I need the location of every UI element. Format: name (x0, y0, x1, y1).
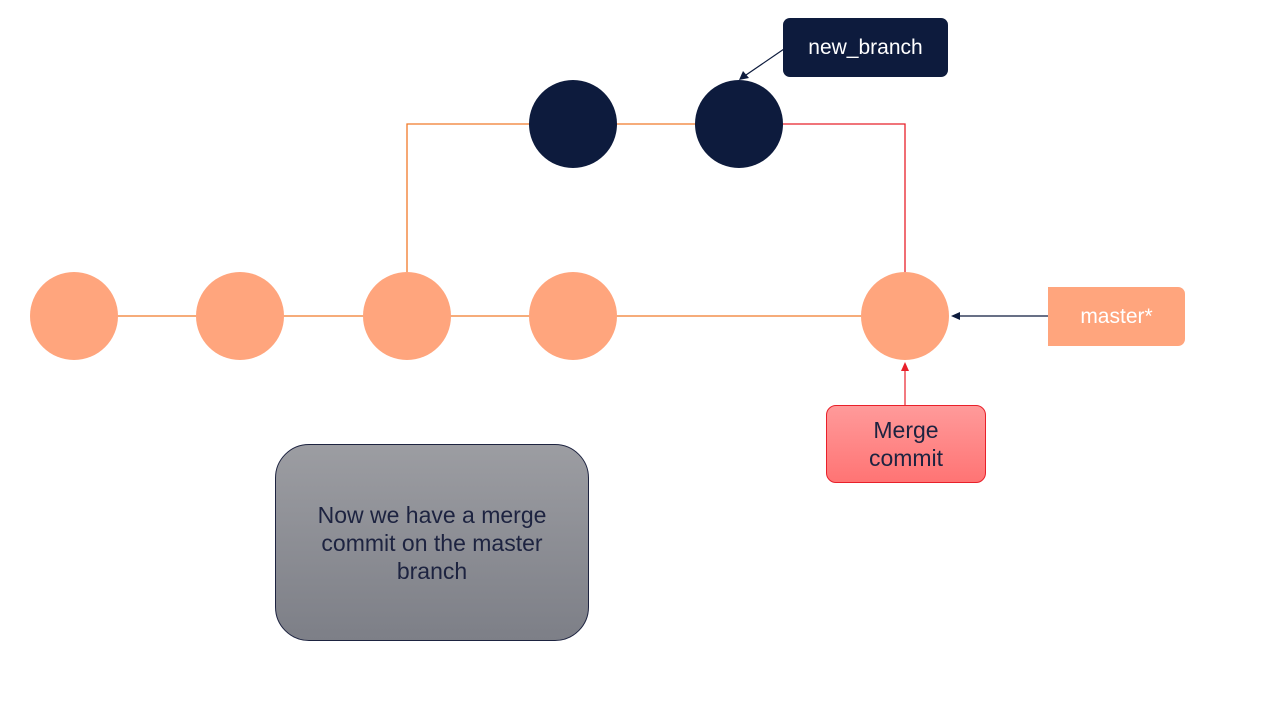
merge-note-pointer-arrowhead (901, 362, 909, 371)
merge-commit-node (861, 272, 949, 360)
master-commit-1 (30, 272, 118, 360)
master-commit-2 (196, 272, 284, 360)
new-branch-pointer-arrowhead (739, 71, 749, 80)
branch-commit-1 (529, 80, 617, 168)
merge-commit-label: Merge commit (826, 405, 986, 483)
new-branch-label: new_branch (783, 18, 948, 77)
master-label: master* (1048, 287, 1185, 346)
new-branch-pointer-line (745, 48, 785, 76)
branch-commit-2 (695, 80, 783, 168)
master-pointer-arrowhead (951, 312, 960, 320)
explanation-note: Now we have a merge commit on the master… (275, 444, 589, 641)
master-commit-4 (529, 272, 617, 360)
master-commit-3 (363, 272, 451, 360)
merge-back-line (740, 123, 906, 272)
branch-off-line (406, 123, 740, 272)
